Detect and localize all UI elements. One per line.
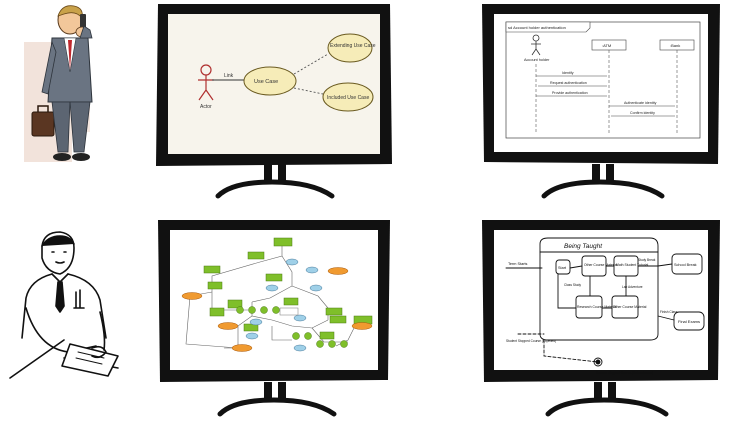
state-transition-2: Lab Adventure [622, 285, 643, 289]
usecase-extending-label: Extending Use Case [330, 43, 376, 49]
state-label-3: School Break [674, 263, 697, 267]
sequence-actor [531, 34, 541, 56]
sequence-msg-5: Confirm identity [630, 111, 655, 115]
monitor-activity [158, 220, 390, 417]
state-label-6: Final Exams [678, 319, 700, 324]
sequence-lifeline-bank: :Bank [670, 43, 680, 48]
sequence-msg-3: Provide authentication [552, 91, 588, 95]
sequence-msg-2: Request authentication [550, 81, 587, 85]
state-note-1: Student Stopped Course (Expelled) [506, 339, 556, 343]
state-transition-4: Class Study [564, 283, 581, 287]
man-writing-illustration [9, 231, 119, 379]
sequence-msg-4: Authenticate identity [624, 101, 657, 105]
state-transition-3: Finish Class [660, 310, 678, 314]
sequence-frame-title: sd Account holder authentication [508, 25, 566, 30]
actor-stick-figure [198, 64, 214, 101]
state-label-2: Math Student Tutorial [616, 263, 648, 267]
usecase-included-label: Included Use Case [327, 95, 369, 101]
state-entry-label: Term Starts [508, 262, 528, 266]
state-transition-1: Study Break [638, 258, 656, 262]
sequence-actor-label: Account holder [524, 58, 550, 62]
monitor-sequence: sd Account holder authentication Account… [482, 4, 720, 199]
sequence-msg-1: Identify [562, 71, 574, 75]
usecase-association-label: Link [224, 73, 234, 79]
state-screen [494, 230, 708, 370]
monitor-usecase: Actor Link Use Case Extending Use Case I… [156, 4, 392, 199]
state-label-5: Other Course Material [613, 305, 647, 309]
businessman-phone-illustration [24, 5, 93, 162]
state-label-4: Research Course Material [577, 305, 617, 309]
activity-screen [170, 230, 378, 370]
state-start-label: Start [558, 266, 567, 270]
state-label-1: Other Course Material [584, 263, 618, 267]
usecase-center-label: Use Case [254, 79, 278, 85]
sequence-screen [494, 14, 708, 152]
sequence-lifeline-atm: :ATM [602, 43, 611, 48]
state-title: Being Taught [564, 243, 603, 250]
monitor-state: Being Taught Term Starts Start Other Cou… [482, 220, 720, 417]
usecase-actor-label: Actor [200, 104, 212, 110]
state-note-2: Student Stopped Course (Failed Exams) [596, 371, 653, 375]
